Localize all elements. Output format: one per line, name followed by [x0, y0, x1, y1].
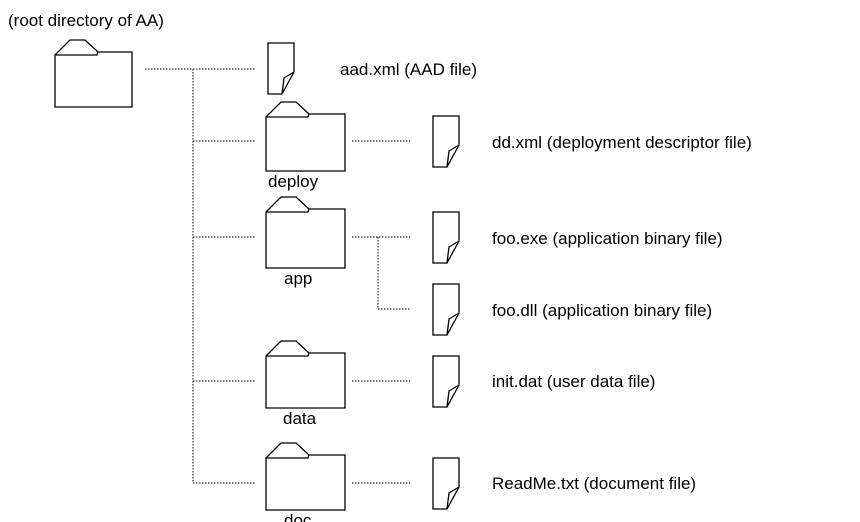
file-icon	[432, 355, 460, 408]
folder-label-data: data	[283, 409, 317, 428]
folder-label-deploy: deploy	[268, 172, 319, 191]
folder-app: app	[265, 196, 346, 288]
folder-icon	[265, 101, 346, 172]
file-foo-dll: foo.dll (application binary file)	[432, 283, 712, 336]
file-icon	[432, 211, 460, 264]
file-label-foo-exe: foo.exe (application binary file)	[492, 229, 723, 248]
file-readme: ReadMe.txt (document file)	[432, 457, 696, 510]
file-label-dd: dd.xml (deployment descriptor file)	[492, 133, 752, 152]
file-icon	[432, 115, 460, 168]
file-label-readme: ReadMe.txt (document file)	[492, 474, 696, 493]
file-aad: aad.xml (AAD file)	[267, 42, 477, 95]
file-label-foo-dll: foo.dll (application binary file)	[492, 301, 712, 320]
root-directory-label: (root directory of AA)	[8, 11, 164, 30]
connector-lines	[145, 68, 410, 484]
folder-label-app: app	[284, 269, 312, 288]
file-icon	[267, 42, 295, 95]
root-directory: (root directory of AA)	[8, 11, 164, 108]
root-folder-icon	[54, 39, 133, 108]
folder-label-doc: doc	[284, 511, 312, 522]
file-label-init: init.dat (user data file)	[492, 372, 655, 391]
folder-data: data	[265, 340, 346, 428]
folder-icon	[265, 442, 346, 511]
file-foo-exe: foo.exe (application binary file)	[432, 211, 723, 264]
folder-icon	[265, 340, 346, 409]
folder-icon	[265, 196, 346, 269]
folder-deploy: deploy	[265, 101, 346, 191]
folder-doc: doc	[265, 442, 346, 522]
file-init: init.dat (user data file)	[432, 355, 655, 408]
file-icon	[432, 283, 460, 336]
file-icon	[432, 457, 460, 510]
file-dd: dd.xml (deployment descriptor file)	[432, 115, 752, 168]
file-label-aad: aad.xml (AAD file)	[340, 60, 477, 79]
